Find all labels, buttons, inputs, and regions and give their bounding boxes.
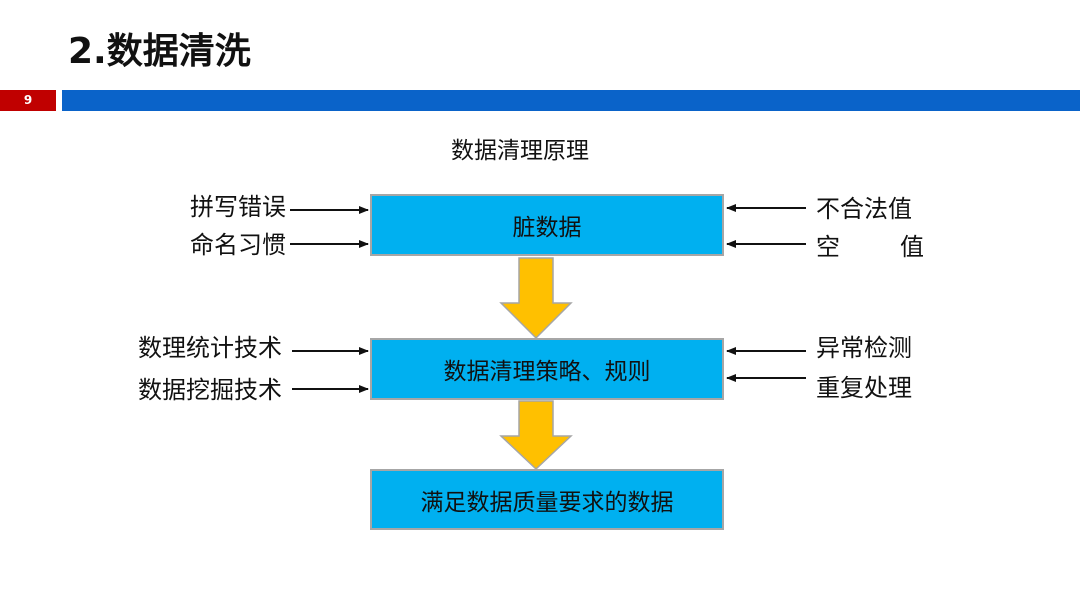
dirty-data-box: 脏数据: [370, 194, 724, 256]
illegal-value-label: 不合法值: [816, 195, 912, 223]
mining-tech-label: 数据挖掘技术: [138, 376, 282, 404]
null-value-label: 空 值: [816, 231, 924, 263]
diagram-title: 数据清理原理: [451, 138, 589, 164]
page-number-badge: 9: [0, 90, 56, 111]
dirty-data-label: 脏数据: [512, 215, 582, 241]
flow-arrow-2: [499, 400, 573, 471]
spelling-errors-label: 拼写错误: [190, 193, 286, 221]
dedup-label: 重复处理: [816, 374, 912, 402]
null-value-char-2: 值: [900, 233, 924, 261]
flow-arrow-1: [499, 257, 573, 340]
quality-data-label: 满足数据质量要求的数据: [420, 489, 674, 516]
quality-data-box: 满足数据质量要求的数据: [370, 469, 724, 530]
anomaly-detection-label: 异常检测: [816, 334, 912, 362]
naming-habits-label: 命名习惯: [190, 231, 286, 259]
title-rule-bar: [62, 90, 1080, 111]
strategy-box: 数据清理策略、规则: [370, 338, 724, 400]
slide-title: 2.数据清洗: [68, 31, 251, 72]
statistical-tech-label: 数理统计技术: [138, 334, 282, 362]
strategy-label: 数据清理策略、规则: [443, 359, 651, 385]
null-value-char-1: 空: [816, 233, 840, 261]
